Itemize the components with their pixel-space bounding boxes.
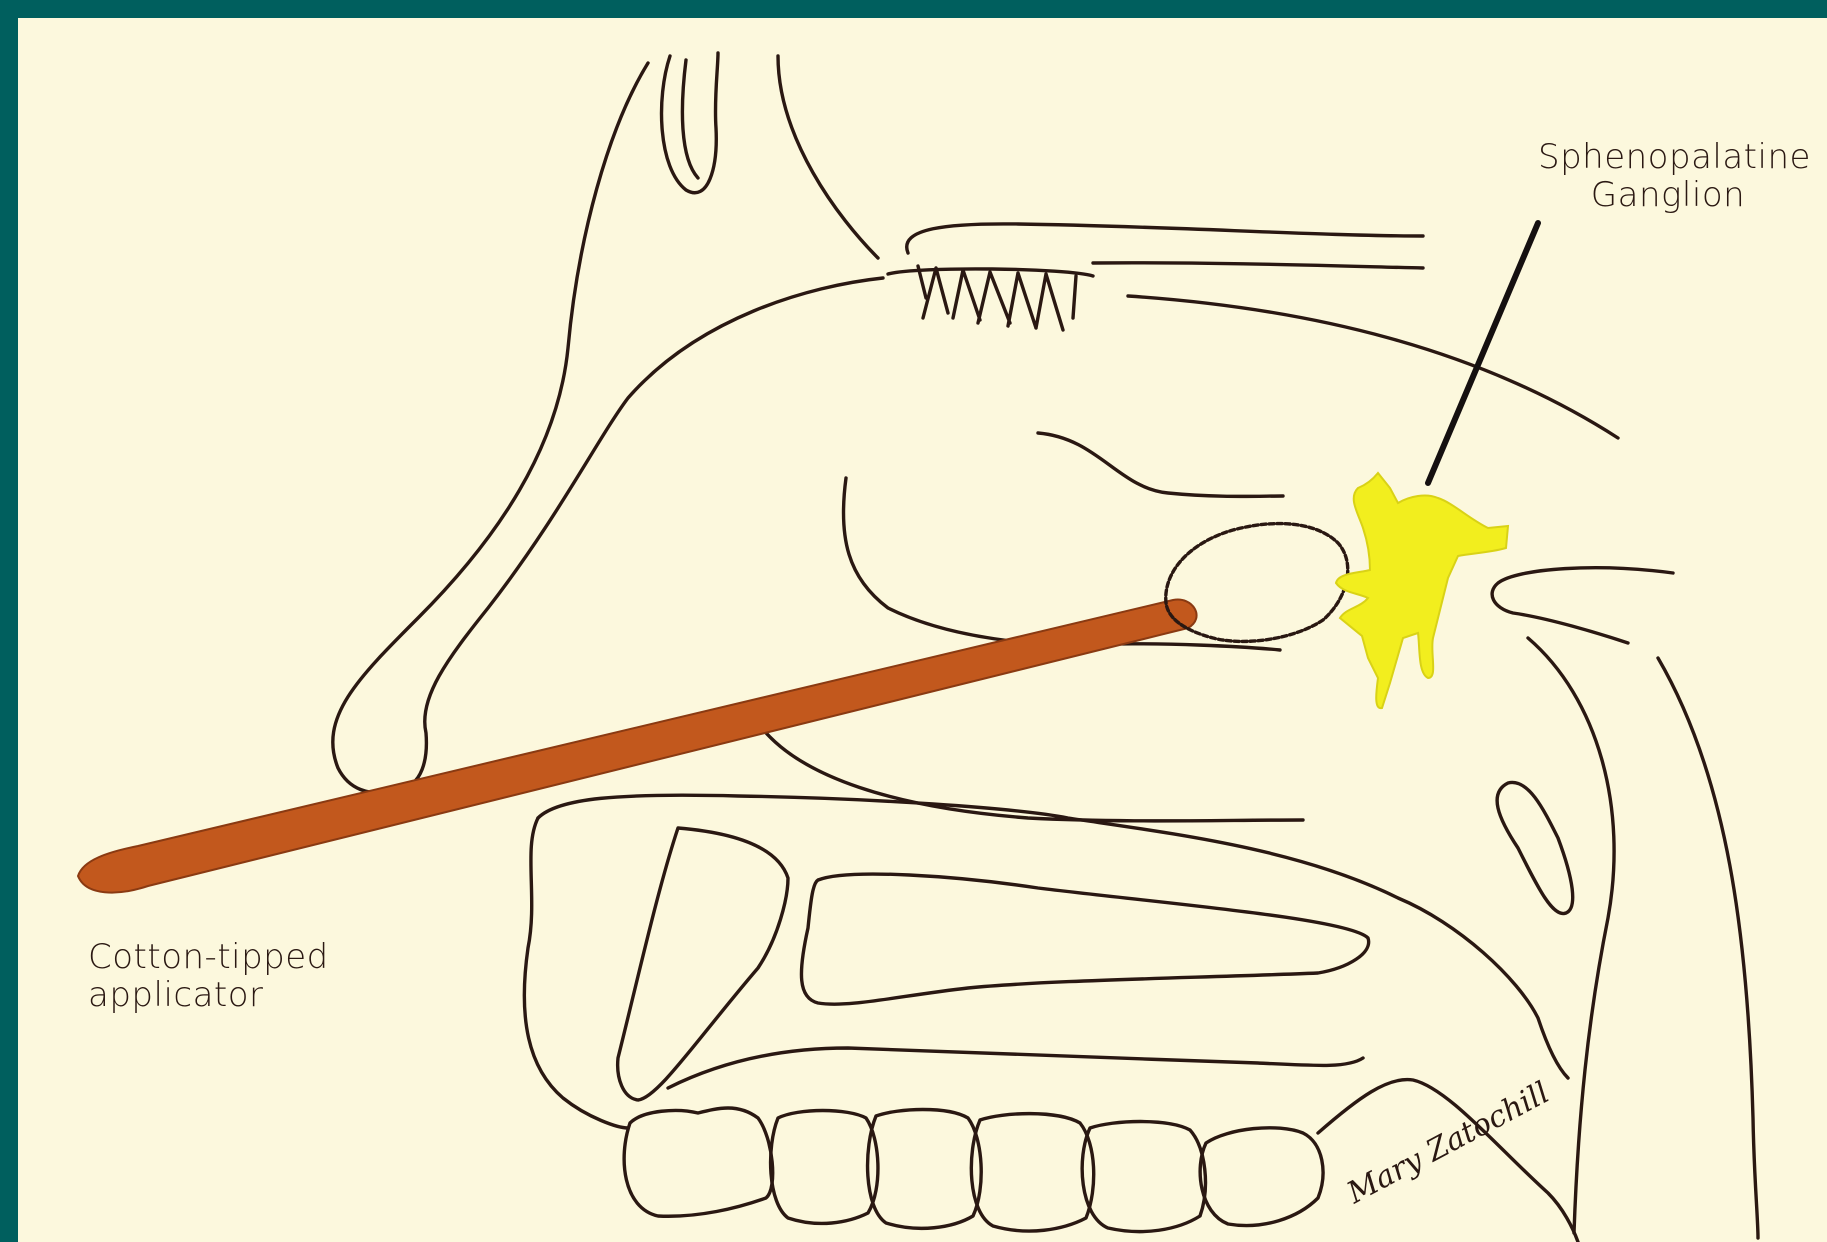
hard-palate-upper xyxy=(538,795,1568,1078)
foramen-opening xyxy=(1492,568,1673,643)
tooth-6 xyxy=(1200,1128,1323,1226)
drawing-canvas: Sphenopalatine Ganglion Cotton-tipped ap… xyxy=(18,18,1827,1242)
superior-turbinate xyxy=(1038,433,1283,496)
middle-turbinate xyxy=(843,478,1280,650)
olfactory-fibers xyxy=(918,266,1076,330)
tooth-4 xyxy=(971,1114,1093,1231)
ganglion-label: Sphenopalatine Ganglion xyxy=(1538,138,1798,214)
ganglion-label-line-1: Sphenopalatine xyxy=(1538,138,1798,176)
sphenopalatine-ganglion xyxy=(1336,473,1508,708)
frontal-nasal-outline xyxy=(333,63,883,793)
applicator-label-line-1: Cotton-tipped xyxy=(88,938,329,976)
cribriform-plate-top xyxy=(907,224,1423,253)
eustachian-torus xyxy=(1497,782,1573,913)
applicator-stick xyxy=(78,600,1197,893)
tooth-2 xyxy=(771,1111,878,1224)
maxilla-front xyxy=(524,818,628,1128)
alveolar-ridge xyxy=(668,1048,1363,1088)
crista-galli xyxy=(662,53,718,193)
applicator-label-line-2: applicator xyxy=(88,976,329,1014)
tooth-3 xyxy=(868,1110,982,1229)
ganglion-pointer-line xyxy=(1428,223,1538,483)
ganglion-label-line-2: Ganglion xyxy=(1538,176,1798,214)
posterior-pharyngeal-wall xyxy=(1658,658,1758,1238)
inferior-turbinate xyxy=(758,723,1303,821)
maxillary-sinus-outer xyxy=(618,828,788,1100)
maxillary-sinus-inner xyxy=(801,874,1368,1004)
cribriform-plate-mid xyxy=(1093,263,1423,268)
frontal-upper-curve xyxy=(778,56,878,258)
crista-galli-inner xyxy=(682,60,698,178)
tooth-5 xyxy=(1082,1122,1205,1232)
nasopharynx-wall xyxy=(1528,638,1614,1233)
applicator-label: Cotton-tipped applicator xyxy=(88,938,329,1014)
tooth-1 xyxy=(624,1108,773,1216)
sphenoid-roof xyxy=(1128,296,1618,438)
